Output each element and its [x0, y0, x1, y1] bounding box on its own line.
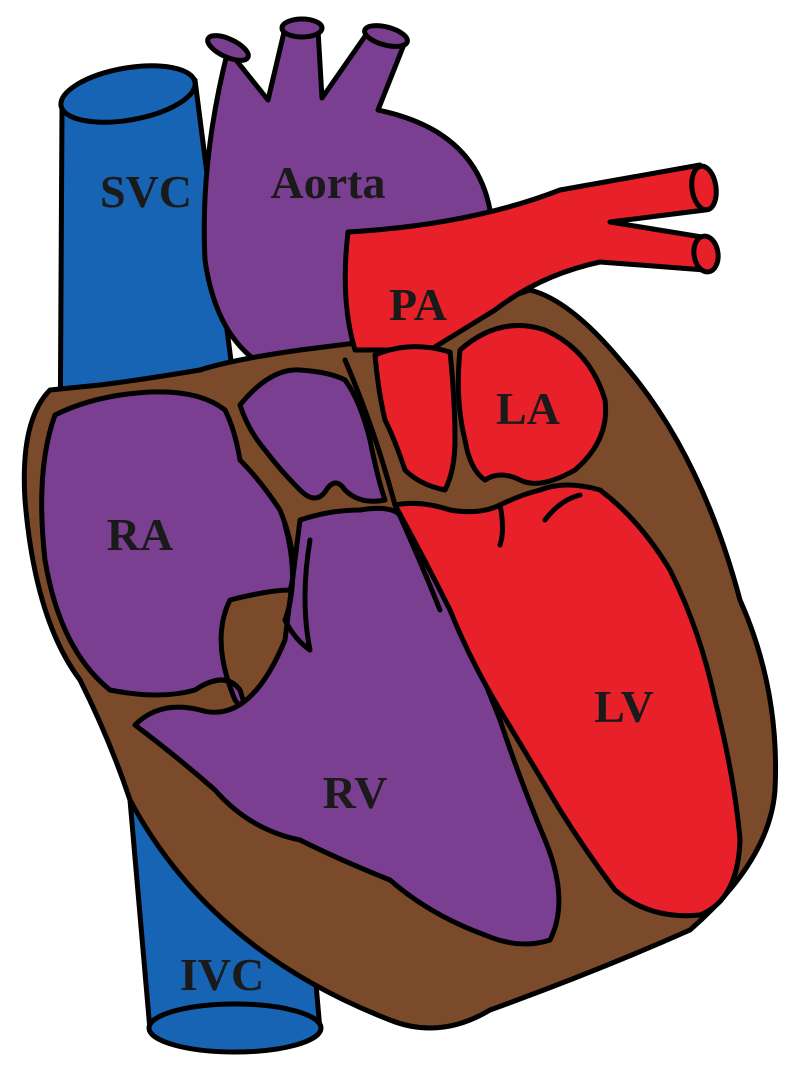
label-ivc: IVC [180, 949, 264, 1000]
label-ra: RA [107, 509, 173, 560]
label-pa: PA [389, 279, 447, 330]
label-svc: SVC [100, 166, 192, 217]
label-lv: LV [594, 681, 654, 732]
ivc-opening [149, 1004, 321, 1052]
label-la: LA [496, 383, 560, 434]
aorta-branch-2 [282, 19, 322, 37]
aorta-branch-1 [204, 31, 251, 66]
label-rv: RV [323, 767, 388, 818]
label-aorta: Aorta [271, 157, 386, 208]
